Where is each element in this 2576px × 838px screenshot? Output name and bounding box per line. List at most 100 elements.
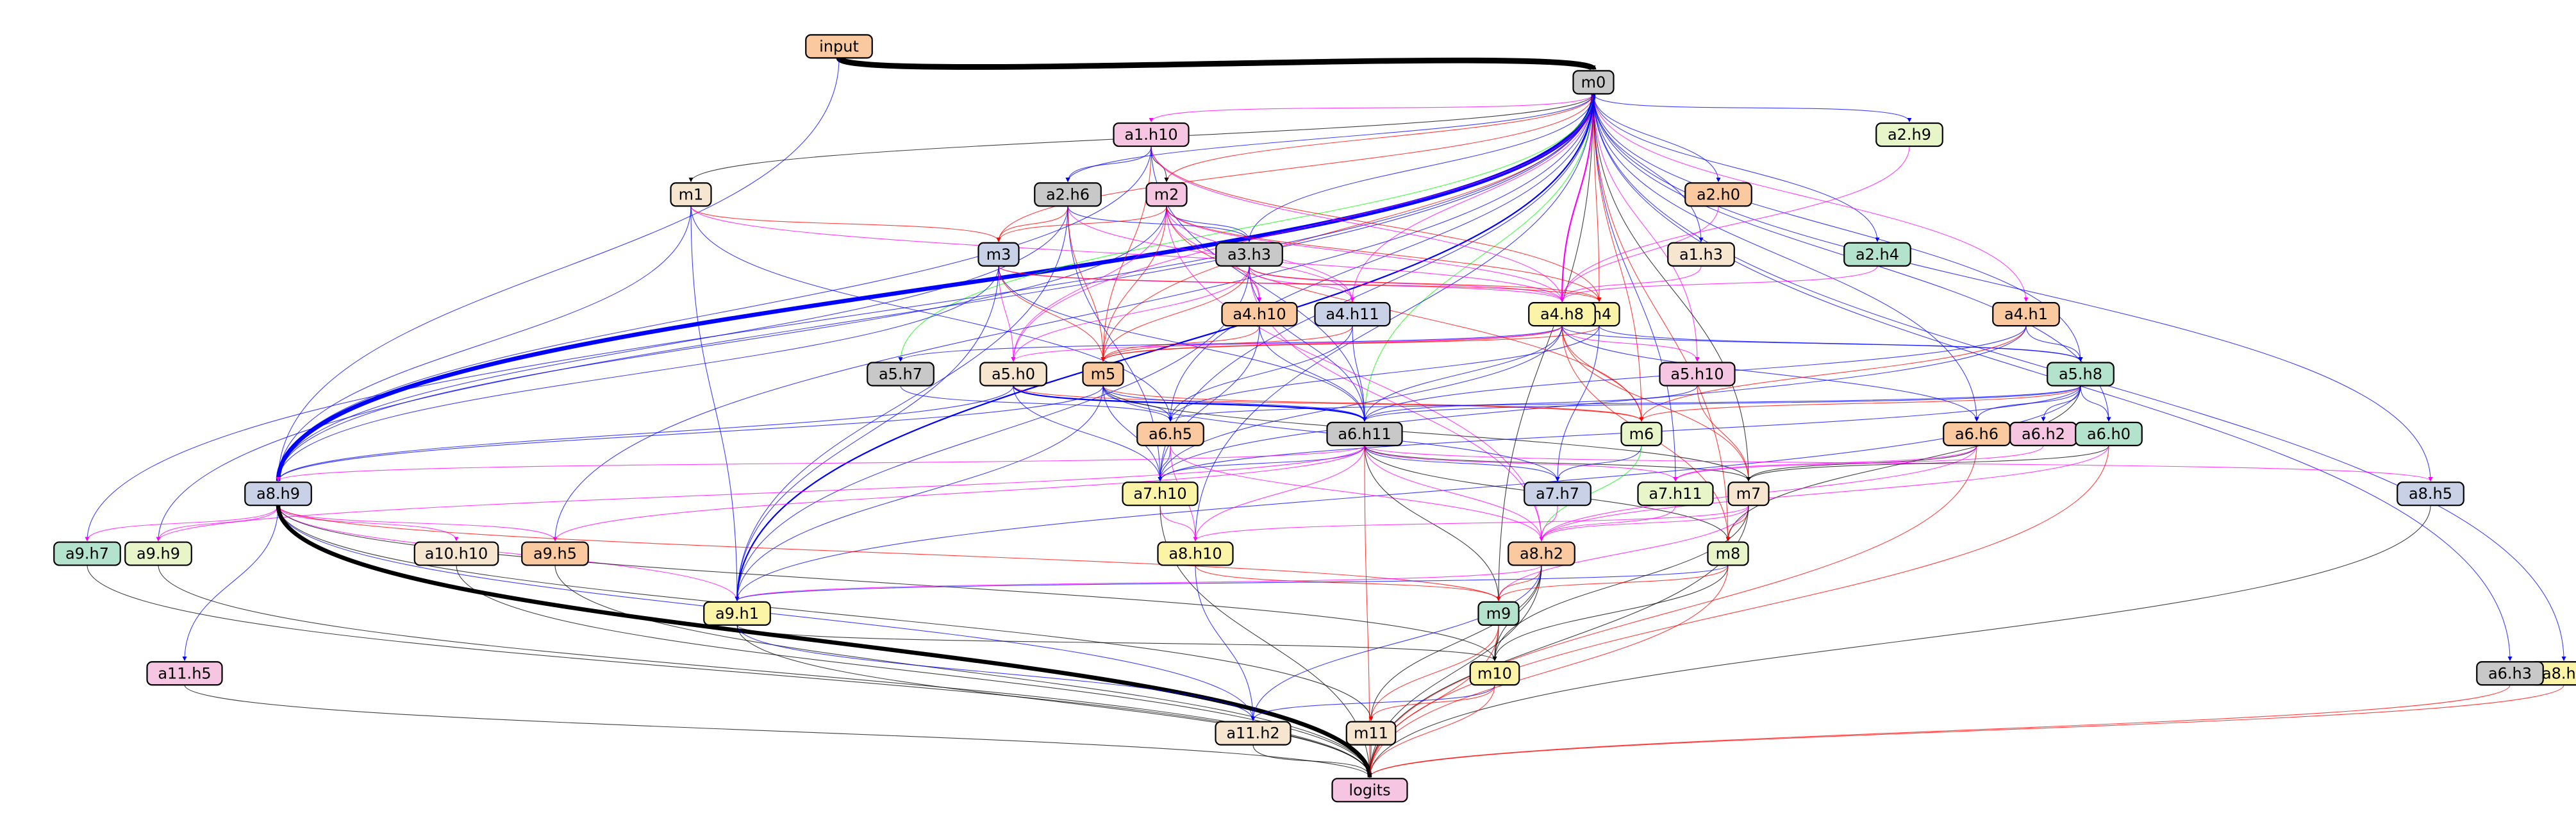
edge-m9-to-m11	[1368, 624, 1499, 721]
edge-m0-to-a2.h0	[1593, 94, 1721, 183]
edge-a7.h7-to-a8.h2	[1539, 505, 1558, 542]
node-a4.h8: a4.h8	[1528, 302, 1596, 327]
node-box	[1331, 778, 1408, 803]
node-box	[1113, 122, 1190, 147]
node-box	[805, 34, 873, 59]
node-box	[1145, 182, 1188, 207]
edge-a4.h8-to-a6.h6	[1561, 326, 1979, 422]
edge-m5-to-a6.h5	[1102, 385, 1173, 422]
edge-m7-to-a8.h2	[1539, 505, 1749, 542]
edge-a5.h0-to-a6.h11	[1012, 385, 1367, 422]
edge-a8.h9-to-a9.h1	[278, 505, 740, 601]
edge-m6-to-a8.h2	[1539, 445, 1642, 542]
node-input: input	[805, 34, 873, 59]
edge-m0-to-a6.h6	[1593, 94, 1979, 422]
edge-m0-to-a5.h7	[898, 94, 1594, 362]
edge-a8.h10-to-a11.h2	[1195, 565, 1256, 721]
edge-a6.h11-to-a8.h5	[1364, 445, 2433, 482]
edge-m1-to-a6.h5	[690, 206, 1173, 422]
edge-input-to-m0	[836, 55, 1597, 72]
node-label: a4.h1	[2004, 305, 2048, 323]
edge-m5-to-m6	[1102, 385, 1644, 422]
node-label: a6.h6	[1955, 425, 1998, 443]
node-label: a7.h11	[1649, 485, 1702, 503]
edge-a3.h3-to-m4	[1249, 265, 1602, 302]
edge-a6.h6-to-logits	[1367, 445, 1977, 778]
node-box	[1572, 70, 1615, 95]
edge-m0-to-m6	[1593, 94, 1644, 422]
edge-m5-to-m7	[1102, 385, 1751, 482]
edge-m10-to-a11.h2	[1251, 685, 1495, 721]
edge-a4.h8-to-a5.h10	[1561, 326, 1700, 362]
node-m6: m6	[1620, 421, 1663, 446]
edge-m9-to-logits	[1367, 624, 1499, 778]
edge-a5.h0-to-a7.h10	[1013, 385, 1163, 482]
edge-m2-to-a5.h0	[1011, 206, 1167, 362]
edge-m0-to-a1.h3	[1593, 94, 1704, 242]
node-a6.h3: a6.h3	[2476, 661, 2544, 686]
node-a4.h11: a4.h11	[1314, 302, 1391, 327]
node-m5: m5	[1082, 362, 1124, 387]
node-a3.h3: a3.h3	[1215, 242, 1283, 267]
node-box	[1034, 182, 1102, 207]
edge-m0-to-a5.h0	[1011, 94, 1594, 362]
node-a8.h9: a8.h9	[244, 482, 312, 507]
edge-a4.h8-to-a5.h7	[898, 325, 1563, 362]
edge-a8.h9-to-a11.h5	[182, 505, 279, 661]
node-box	[2476, 661, 2544, 686]
edge-a4.h8-to-a5.h0	[1011, 325, 1563, 362]
node-a7.h10: a7.h10	[1122, 482, 1199, 507]
node-label: a4.h11	[1325, 305, 1379, 323]
node-label: a2.h9	[1888, 126, 1931, 144]
edge-a8.h9-to-a9.h7	[85, 505, 279, 542]
edge-a6.h6-to-a7.h11	[1673, 445, 1977, 482]
edge-a4.h10-to-m5	[1101, 326, 1260, 362]
node-a5.h7: a5.h7	[867, 362, 935, 387]
edge-m2-to-m6	[1166, 206, 1644, 422]
edge-m2-to-a8.h9	[276, 206, 1167, 482]
node-m0: m0	[1572, 70, 1615, 95]
edge-m1-to-a4.h8	[690, 206, 1565, 302]
edge-m0-to-a5.h10	[1593, 94, 1700, 362]
node-label: a6.h0	[2087, 425, 2131, 443]
edge-a5.h8-to-a9.h1	[735, 385, 2081, 601]
node-label: a4.h8	[1540, 305, 1584, 323]
edge-a6.h11-to-a9.h5	[553, 445, 1365, 542]
node-box	[1157, 541, 1234, 566]
node-label: a9.h9	[137, 545, 180, 563]
edge-a1.h10-to-a8.h9	[276, 146, 1152, 482]
edge-a8.h9-to-logits	[276, 505, 1372, 778]
edge-m0-to-a6.h11	[1362, 94, 1594, 422]
edge-a5.h8-to-a6.h2	[2041, 385, 2081, 422]
node-label: a4.h10	[1233, 305, 1286, 323]
edge-a2.h6-to-m3	[996, 206, 1068, 242]
edge-a6.h0-to-m7	[1746, 445, 2109, 482]
edge-a1.h10-to-a4.h8	[1151, 146, 1565, 302]
node-box	[124, 541, 192, 566]
node-box	[521, 541, 589, 566]
node-a10.h10: a10.h10	[413, 541, 499, 566]
node-a8.h5: a8.h5	[2397, 482, 2464, 507]
node-a5.h0: a5.h0	[979, 362, 1047, 387]
edge-a6.h11-to-a8.h2	[1364, 445, 1544, 542]
edge-a7.h11-to-a8.h2	[1539, 505, 1676, 542]
edge-a5.h8-to-a6.h0	[2080, 385, 2111, 422]
node-a6.h2: a6.h2	[2009, 421, 2077, 446]
node-label: a5.h0	[992, 365, 1035, 383]
node-box	[1684, 182, 1752, 207]
node-m11: m11	[1345, 721, 1397, 746]
node-box	[413, 541, 499, 566]
edge-a5.h8-to-m6	[1639, 385, 2081, 422]
edge-a4.h1-to-m6	[1639, 326, 2027, 422]
node-box	[1524, 482, 1591, 507]
node-box	[977, 242, 1020, 267]
node-box	[670, 182, 712, 207]
node-label: a9.h5	[533, 545, 577, 563]
edge-a6.h11-to-a8.h9	[276, 445, 1365, 482]
edge-m0-to-a9.h9	[156, 94, 1594, 542]
edge-a3.h3-to-a4.h8	[1249, 265, 1565, 302]
node-label: m11	[1354, 725, 1388, 742]
edge-m11-to-logits	[1367, 744, 1372, 778]
edge-a11.h2-to-logits	[1252, 744, 1372, 778]
